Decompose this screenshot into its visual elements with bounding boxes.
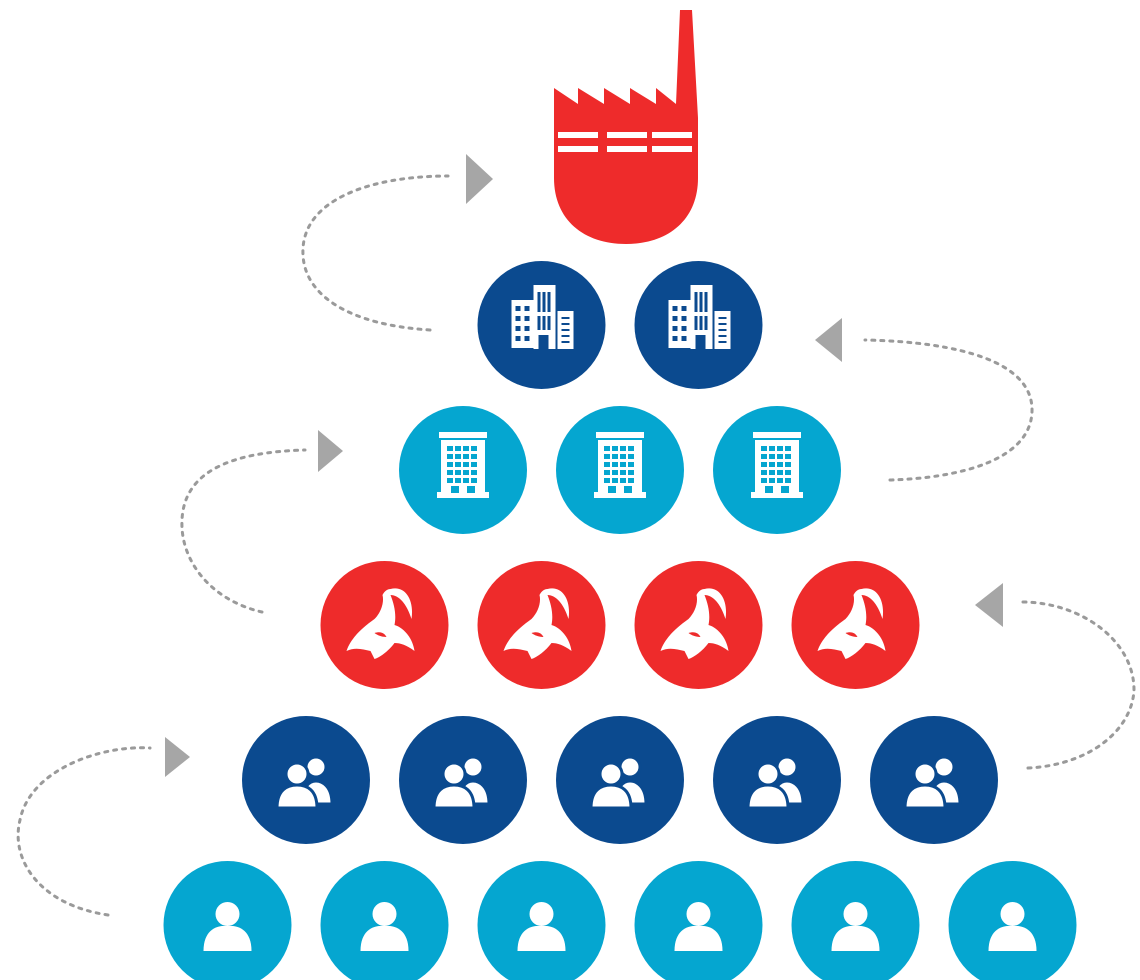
connector-corporate-buildings-to-factory <box>301 174 450 332</box>
office-buildings-node <box>556 406 684 534</box>
individuals-node <box>634 861 763 980</box>
groups-node <box>556 716 684 844</box>
corporate-buildings-node <box>477 261 606 389</box>
factory-icon <box>554 10 698 244</box>
tier-office-buildings <box>399 406 841 534</box>
antelopes-node <box>634 561 763 689</box>
individuals-node <box>477 861 606 980</box>
antelopes-node <box>320 561 449 689</box>
connector-antelopes-to-office-buildings <box>180 448 307 614</box>
antelopes-node <box>477 561 606 689</box>
office-buildings-node <box>713 406 841 534</box>
groups-node <box>713 716 841 844</box>
antelopes-node <box>791 561 920 689</box>
arrowhead-icon <box>975 583 1003 627</box>
individuals-node <box>948 861 1077 980</box>
arrowhead-icon <box>318 430 343 472</box>
connector-individuals-to-groups <box>16 746 152 917</box>
tier-antelopes <box>320 561 920 689</box>
corporate-buildings-node <box>634 261 763 389</box>
arrowhead-icon <box>165 737 190 777</box>
individuals-node <box>791 861 920 980</box>
office-buildings-node <box>399 406 527 534</box>
individuals-node <box>320 861 449 980</box>
tier-groups <box>242 716 998 844</box>
connector-office-buildings-to-corporate-buildings <box>863 338 1034 482</box>
office-building-icon <box>751 432 803 498</box>
arrowhead-icon <box>815 318 842 362</box>
groups-node <box>870 716 998 844</box>
arrowhead-icon <box>466 154 493 204</box>
individuals-node <box>163 861 292 980</box>
groups-node <box>399 716 527 844</box>
groups-node <box>242 716 370 844</box>
office-building-icon <box>594 432 646 498</box>
tier-individuals <box>163 861 1077 980</box>
connector-groups-to-antelopes <box>1020 600 1136 770</box>
office-building-icon <box>437 432 489 498</box>
tier-corporate-buildings <box>477 261 763 389</box>
